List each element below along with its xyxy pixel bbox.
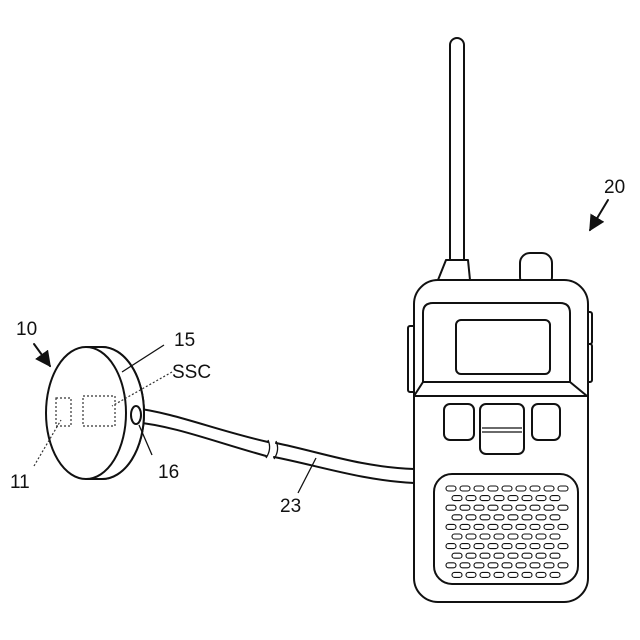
label-11: 11: [10, 472, 30, 493]
label-15: 15: [174, 330, 195, 351]
puck-front: [46, 347, 126, 479]
left-key: [444, 404, 474, 440]
center-key: [480, 404, 524, 454]
label-ssc: SSC: [172, 362, 211, 383]
label-16: 16: [158, 462, 179, 483]
display-screen: [456, 320, 550, 374]
connector-16: [131, 406, 141, 424]
label-10: 10: [16, 319, 37, 340]
label-23: 23: [280, 496, 301, 517]
portable-radio-20: [408, 38, 592, 602]
right-key: [532, 404, 560, 440]
label-20: 20: [604, 177, 625, 198]
antenna: [450, 38, 464, 274]
